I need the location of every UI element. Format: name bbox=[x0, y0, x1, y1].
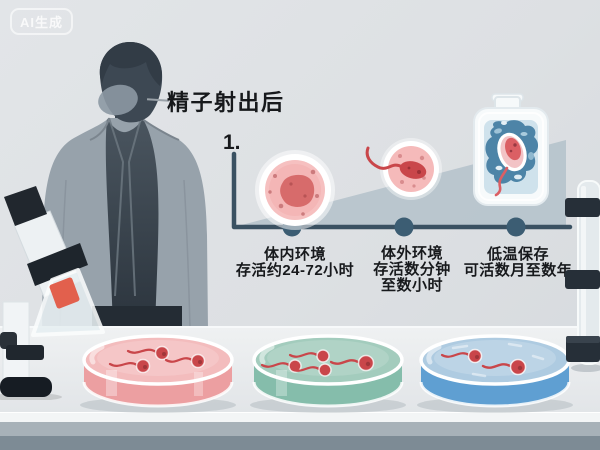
stage-env-text: 低温保存 bbox=[486, 246, 549, 263]
stage-label-cryo: 低温保存 可活数月至数年 bbox=[452, 247, 584, 279]
stage-env-text: 体外环境 bbox=[380, 245, 443, 262]
sperm-icon bbox=[290, 363, 332, 377]
microscope-eyepiece bbox=[4, 186, 47, 226]
stage-duration-text: 存活数分钟 bbox=[373, 261, 451, 278]
lab-stand-icon bbox=[565, 180, 600, 372]
focus-knob bbox=[0, 332, 17, 349]
sperm-icon bbox=[126, 345, 170, 361]
sperm-cell-icon bbox=[365, 138, 442, 200]
petri-dish-green bbox=[250, 334, 406, 413]
bench-front-edge bbox=[0, 422, 600, 436]
cell-speckles bbox=[268, 169, 319, 216]
sperm-head bbox=[399, 161, 427, 179]
sperm-icon bbox=[288, 349, 330, 363]
flask-sample bbox=[49, 277, 80, 309]
stage-duration-text: 可活数月至数年 bbox=[463, 262, 573, 279]
ovum-cell-icon bbox=[255, 150, 335, 230]
axis-marker-3 bbox=[506, 217, 526, 237]
frozen-sperm-tail bbox=[494, 166, 509, 197]
page-title: 精子射出后 bbox=[167, 90, 285, 115]
microscope-band bbox=[27, 243, 88, 286]
step-number: 1. bbox=[223, 131, 241, 154]
petri-dish-blue bbox=[417, 334, 573, 413]
ice-streaks bbox=[451, 342, 545, 378]
stage-env-text: 体内环境 bbox=[263, 246, 326, 263]
scientist-silhouette bbox=[42, 41, 208, 330]
bench-front-shadow bbox=[0, 436, 600, 450]
ice-chunks bbox=[494, 121, 534, 180]
bench-front-highlight bbox=[0, 412, 600, 422]
stage-duration-text: 存活约24-72小时 bbox=[235, 262, 355, 279]
cell-speckles bbox=[398, 154, 426, 188]
stage-label-outside-body: 体外环境 存活数分钟 至数小时 bbox=[352, 246, 472, 294]
petri-dish-pink bbox=[80, 334, 236, 413]
sperm-icon bbox=[329, 354, 375, 372]
microscope-stage bbox=[6, 345, 44, 360]
sperm-icon bbox=[164, 353, 206, 369]
stage-label-in-body: 体内环境 存活约24-72小时 bbox=[232, 247, 358, 279]
stand-clamp bbox=[565, 270, 600, 289]
cryo-storage-bag-icon bbox=[473, 93, 549, 206]
sperm-tail bbox=[365, 146, 404, 170]
chart-axis bbox=[231, 151, 573, 230]
collar-lines bbox=[89, 117, 180, 141]
hair bbox=[99, 41, 162, 86]
cell-nucleus bbox=[280, 174, 315, 207]
stand-clamp bbox=[565, 198, 600, 217]
sperm-icon bbox=[440, 348, 483, 364]
jaw-highlight bbox=[98, 84, 138, 116]
sperm-icon bbox=[481, 358, 527, 376]
stage-duration-text: 至数小时 bbox=[380, 277, 443, 294]
microscope-base bbox=[0, 377, 52, 397]
microscope-icon bbox=[0, 186, 105, 400]
axis-marker-2 bbox=[394, 217, 414, 237]
sperm-icon bbox=[108, 358, 151, 374]
frozen-sperm-head bbox=[505, 137, 521, 161]
ai-watermark-badge: AI生成 bbox=[10, 8, 74, 35]
lapel-lines bbox=[108, 117, 142, 297]
